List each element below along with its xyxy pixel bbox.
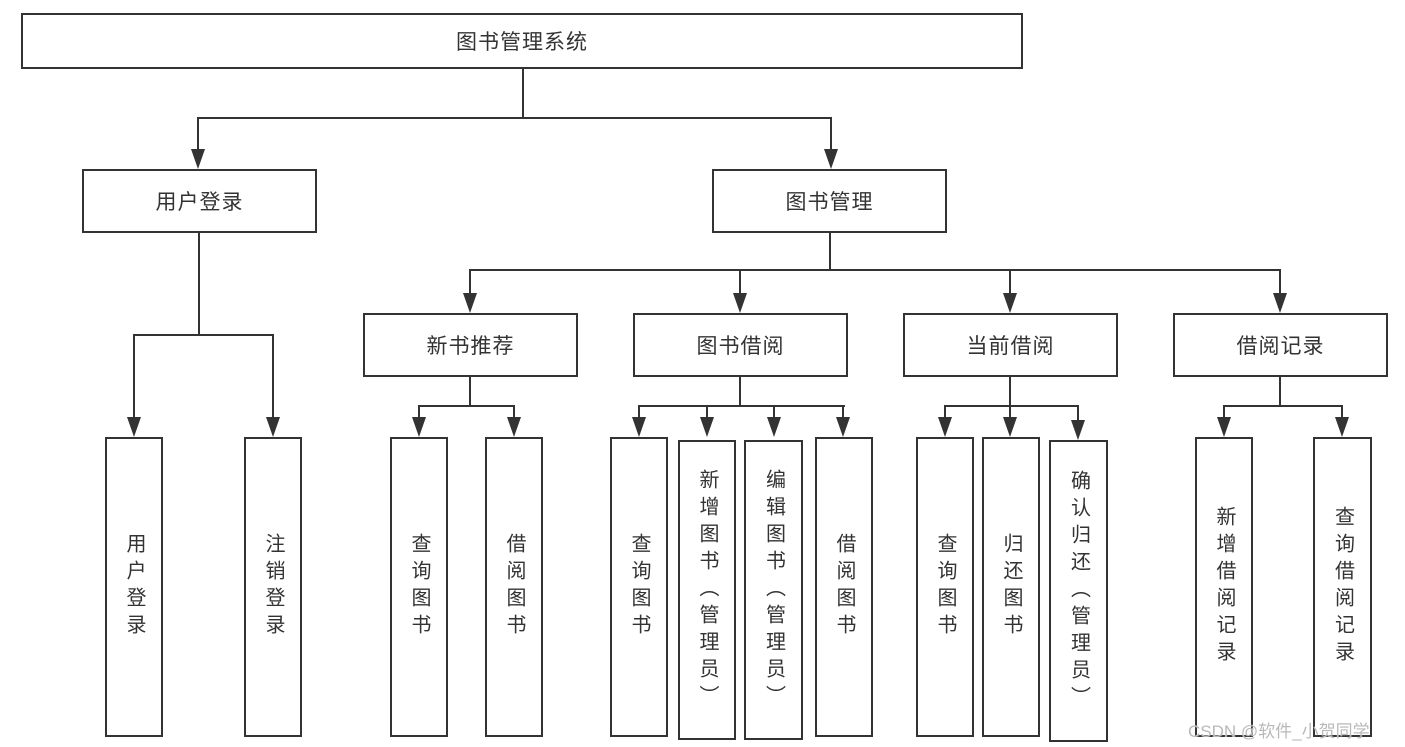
arrow-down-icon bbox=[938, 417, 952, 437]
node-book-management: 图书管理 bbox=[712, 169, 947, 233]
node-new-book-recommend-label: 新书推荐 bbox=[426, 335, 515, 358]
node-current-borrow-label: 当前借阅 bbox=[966, 335, 1055, 358]
connector-line bbox=[739, 269, 741, 295]
connector-line bbox=[1279, 377, 1281, 406]
connector-line bbox=[944, 405, 1079, 407]
leaf-query-books-borrow-label: 查询图书 bbox=[628, 533, 650, 641]
arrow-down-icon bbox=[463, 293, 477, 313]
connector-line bbox=[469, 269, 471, 295]
connector-line bbox=[522, 69, 524, 118]
leaf-logout-label: 注销登录 bbox=[262, 533, 284, 641]
connector-line bbox=[1077, 405, 1079, 422]
leaf-add-borrow-record: 新增借阅记录 bbox=[1195, 437, 1253, 737]
connector-line bbox=[842, 405, 844, 419]
leaf-borrow-books-2-label: 借阅图书 bbox=[833, 533, 855, 641]
connector-line bbox=[197, 117, 199, 151]
connector-line bbox=[469, 377, 471, 406]
connector-line bbox=[1009, 269, 1011, 295]
connector-line bbox=[133, 334, 135, 419]
connector-line bbox=[706, 405, 708, 419]
arrow-down-icon bbox=[1003, 293, 1017, 313]
node-borrow-records: 借阅记录 bbox=[1173, 313, 1388, 377]
leaf-borrow-books-new-label: 借阅图书 bbox=[503, 533, 525, 641]
connector-line bbox=[513, 405, 515, 419]
node-borrow-records-label: 借阅记录 bbox=[1236, 335, 1325, 358]
node-root-label: 图书管理系统 bbox=[456, 31, 588, 54]
arrow-down-icon bbox=[1273, 293, 1287, 313]
connector-line bbox=[638, 405, 640, 419]
connector-line bbox=[198, 117, 832, 119]
node-book-borrow: 图书借阅 bbox=[633, 313, 848, 377]
connector-line bbox=[830, 117, 832, 151]
node-book-borrow-label: 图书借阅 bbox=[696, 335, 785, 358]
connector-line bbox=[469, 269, 1281, 271]
arrow-down-icon bbox=[700, 417, 714, 437]
connector-line bbox=[1341, 405, 1343, 419]
arrow-down-icon bbox=[632, 417, 646, 437]
node-book-management-label: 图书管理 bbox=[785, 191, 874, 214]
leaf-add-book-admin: 新增图书（管理员） bbox=[678, 440, 736, 740]
arrow-down-icon bbox=[1071, 420, 1085, 440]
node-root: 图书管理系统 bbox=[21, 13, 1023, 69]
node-user-login: 用户登录 bbox=[82, 169, 317, 233]
arrow-down-icon bbox=[1335, 417, 1349, 437]
leaf-borrow-books-new: 借阅图书 bbox=[485, 437, 543, 737]
arrow-down-icon bbox=[507, 417, 521, 437]
node-new-book-recommend: 新书推荐 bbox=[363, 313, 578, 377]
arrow-down-icon bbox=[127, 417, 141, 437]
leaf-user-login-label: 用户登录 bbox=[123, 533, 145, 641]
leaf-query-books-new: 查询图书 bbox=[390, 437, 448, 737]
leaf-borrow-books-2: 借阅图书 bbox=[815, 437, 873, 737]
leaf-query-books-current-label: 查询图书 bbox=[934, 533, 956, 641]
connector-line bbox=[739, 377, 741, 406]
leaf-return-books-label: 归还图书 bbox=[1000, 533, 1022, 641]
connector-line bbox=[944, 405, 946, 419]
leaf-query-borrow-record: 查询借阅记录 bbox=[1313, 437, 1372, 737]
leaf-logout: 注销登录 bbox=[244, 437, 302, 737]
arrow-down-icon bbox=[1003, 417, 1017, 437]
connector-line bbox=[773, 405, 775, 419]
leaf-return-books: 归还图书 bbox=[982, 437, 1040, 737]
leaf-query-borrow-record-label: 查询借阅记录 bbox=[1331, 506, 1354, 668]
connector-line bbox=[1009, 405, 1011, 419]
arrow-down-icon bbox=[266, 417, 280, 437]
leaf-edit-book-admin-label: 编辑图书（管理员） bbox=[762, 468, 785, 712]
watermark: CSDN @软件_小贺同学 bbox=[1188, 722, 1370, 741]
leaf-query-books-borrow: 查询图书 bbox=[610, 437, 668, 737]
node-current-borrow: 当前借阅 bbox=[903, 313, 1118, 377]
arrow-down-icon bbox=[733, 293, 747, 313]
connector-line bbox=[418, 405, 420, 419]
leaf-confirm-return-admin: 确认归还（管理员） bbox=[1049, 440, 1108, 742]
arrow-down-icon bbox=[412, 417, 426, 437]
connector-line bbox=[638, 405, 845, 407]
arrow-down-icon bbox=[191, 149, 205, 169]
connector-line bbox=[272, 334, 274, 419]
arrow-down-icon bbox=[1217, 417, 1231, 437]
leaf-user-login: 用户登录 bbox=[105, 437, 163, 737]
connector-line bbox=[418, 405, 515, 407]
leaf-add-book-admin-label: 新增图书（管理员） bbox=[696, 468, 718, 712]
node-user-login-label: 用户登录 bbox=[155, 191, 244, 214]
leaf-add-borrow-record-label: 新增借阅记录 bbox=[1213, 506, 1235, 668]
leaf-query-books-new-label: 查询图书 bbox=[408, 533, 430, 641]
connector-line bbox=[1223, 405, 1343, 407]
leaf-confirm-return-admin-label: 确认归还（管理员） bbox=[1067, 469, 1090, 713]
connector-line bbox=[198, 233, 200, 335]
arrow-down-icon bbox=[824, 149, 838, 169]
connector-line bbox=[829, 233, 831, 270]
connector-line bbox=[1009, 377, 1011, 406]
connector-line bbox=[1223, 405, 1225, 419]
leaf-query-books-current: 查询图书 bbox=[916, 437, 974, 737]
connector-line bbox=[1279, 269, 1281, 295]
arrow-down-icon bbox=[836, 417, 850, 437]
arrow-down-icon bbox=[767, 417, 781, 437]
leaf-edit-book-admin: 编辑图书（管理员） bbox=[744, 440, 803, 740]
connector-line bbox=[133, 334, 274, 336]
